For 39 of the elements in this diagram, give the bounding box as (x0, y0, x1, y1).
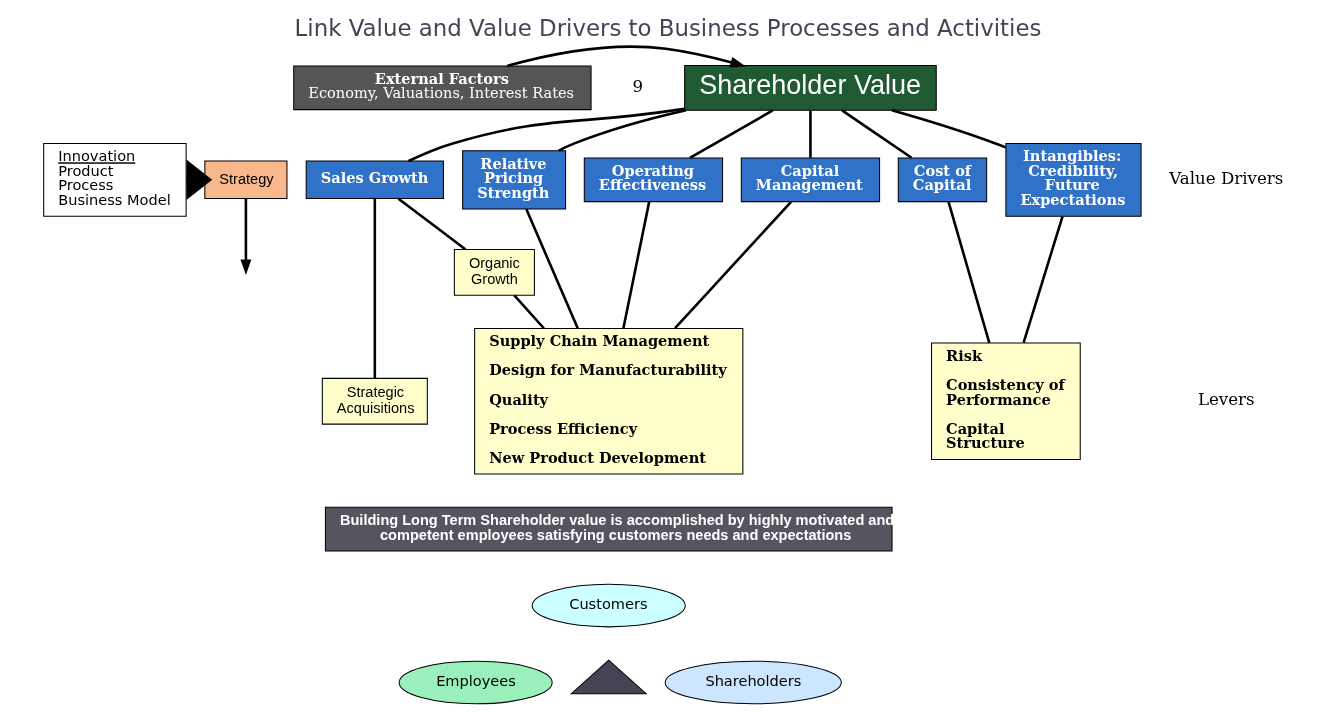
node-ellipse: Customers (531, 583, 686, 627)
connector (407, 106, 685, 162)
connector (840, 108, 912, 159)
node-box: Risk Consistency of Performance Capital Structure (930, 342, 1081, 460)
connector (397, 197, 466, 250)
node-box: Shareholder Value (683, 64, 937, 111)
connector (946, 201, 991, 343)
connector (688, 108, 773, 159)
node-box: Cost of Capital (897, 156, 987, 202)
node-box: Intangibles: Credibility, Future Expectations (1004, 142, 1142, 217)
connector (1021, 215, 1064, 343)
connector (891, 108, 1006, 149)
connector (808, 110, 812, 158)
node-box: Building Long Term Shareholder value is accomplished by highly motivated and competent employees satisfying customers needs and expectations (324, 506, 893, 551)
node-triangle (569, 658, 648, 694)
node-box: Supply Chain Management Design for Manufacturability Quality Process Efficiency New Product Development (473, 327, 743, 475)
connector (673, 200, 792, 329)
connector (373, 198, 376, 378)
label: Value Drivers (1168, 168, 1283, 188)
connector (524, 208, 579, 329)
arrow (239, 198, 251, 275)
node-box: Innovation Product Process Business Model (42, 142, 187, 217)
node-box: Strategy (203, 160, 287, 199)
node-box: Relative Pricing Strength (461, 149, 566, 209)
node-ellipse: Shareholders (664, 660, 842, 704)
arrow (506, 44, 746, 68)
node-box: Strategic Acquisitions (321, 377, 428, 425)
node-ellipse: Employees (398, 660, 553, 704)
connector (557, 108, 686, 152)
node-box: Operating Effectiveness (583, 156, 723, 202)
node-box: Organic Growth (453, 248, 535, 296)
label: 9 (632, 76, 643, 96)
label: Levers (1197, 389, 1255, 409)
node-box: Capital Management (740, 156, 880, 202)
node-box: External Factors Economy, Valuations, Interest Rates (292, 64, 592, 110)
diagram-title: Link Value and Value Drivers to Business Processes and Activities (294, 14, 1041, 41)
connector (621, 201, 650, 328)
node-box: Sales Growth (305, 160, 444, 199)
connector (512, 294, 545, 329)
